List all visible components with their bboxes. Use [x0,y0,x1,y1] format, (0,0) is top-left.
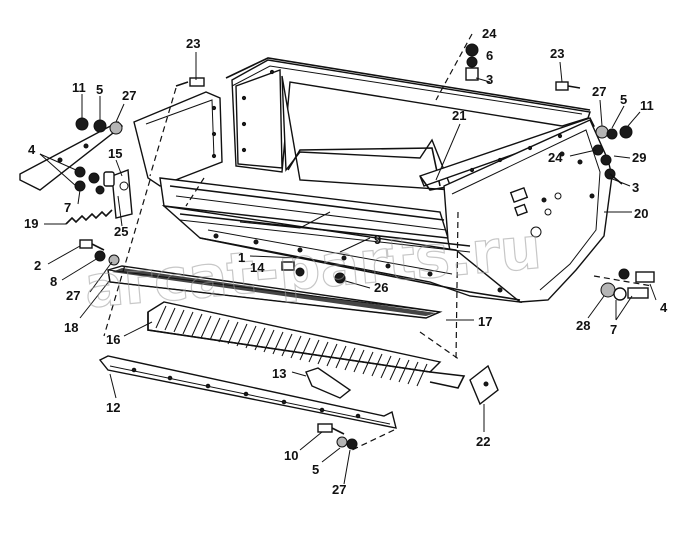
callout-24-right: 24 [548,150,563,165]
callout-labels: 23 24 6 3 23 11 5 27 21 27 5 11 4 15 24 … [24,26,668,497]
callout-2: 2 [34,258,41,273]
callout-12: 12 [106,400,120,415]
callout-22: 22 [476,434,490,449]
left-bracket-assembly [19,121,133,225]
leader-lines [39,52,657,485]
callout-27-mid-left: 27 [66,288,80,303]
grating-slat [155,305,167,329]
callout-11-left: 11 [72,80,86,95]
grating-slat [335,345,347,369]
callout-14: 14 [250,260,265,275]
grating-slat [209,317,221,341]
grating-slat [290,335,302,359]
grating-slat [200,315,212,339]
grating-slat [281,333,293,357]
callout-24-top: 24 [482,26,497,41]
callout-19: 19 [24,216,38,231]
small-plate [305,367,352,399]
callout-4-right: 4 [660,300,668,315]
frame-slots [213,233,503,293]
callout-20: 20 [634,206,648,221]
grating-slat [371,353,383,377]
lower-rail [98,355,397,429]
grating-slat [272,331,284,355]
callout-8: 8 [50,274,57,289]
callout-23-top-right: 23 [550,46,564,61]
callout-7-right: 7 [610,322,617,337]
callout-16: 16 [106,332,120,347]
grating-slat [317,341,329,365]
callout-27-left: 27 [122,88,136,103]
callout-26: 26 [374,280,388,295]
callout-27-bottom: 27 [332,482,346,497]
grating-slat [227,321,239,345]
grating-slat [380,355,392,379]
grating-slat [344,347,356,371]
lower-fasteners [317,423,358,450]
brush-strip [107,265,443,319]
rim-rivets [211,69,563,173]
callout-21: 21 [452,108,466,123]
callout-11-right: 11 [640,98,654,113]
assembly-lines [103,33,653,451]
callout-5-bottom: 5 [312,462,319,477]
callout-25: 25 [114,224,128,239]
fasteners-top-left [75,77,205,135]
grating-slat [182,311,194,335]
callout-17: 17 [478,314,492,329]
callout-1: 1 [238,250,245,265]
fasteners-right-side [600,268,655,301]
grating-slat [308,339,320,363]
callout-27-right: 27 [592,84,606,99]
grating-slat [218,319,230,343]
grating-slat [164,307,176,331]
grating-slat [389,357,401,381]
callout-10: 10 [284,448,298,463]
callout-5-left: 5 [96,82,103,97]
fasteners-top-right [465,43,633,185]
callout-23-top-left: 23 [186,36,200,51]
grating-slat [299,337,311,361]
end-bracket [469,364,499,406]
callout-5-right: 5 [620,92,627,107]
callout-3-right: 3 [632,180,639,195]
hopper-body [133,57,613,303]
grating-slat [407,361,419,385]
center-fasteners [281,261,346,284]
callout-9: 9 [374,232,381,247]
callout-15: 15 [108,146,122,161]
grating-slat [173,309,185,333]
grating-slat [398,359,410,383]
callout-28: 28 [576,318,590,333]
callout-3-top: 3 [486,72,493,87]
grating [147,301,466,389]
grating-slat [326,343,338,367]
callout-7-left: 7 [64,200,71,215]
callout-4-left: 4 [28,142,36,157]
grating-slat [416,363,428,387]
callout-6: 6 [486,48,493,63]
callout-13: 13 [272,366,286,381]
rail-holes [131,367,361,419]
callout-29: 29 [632,150,646,165]
grating-slat [236,323,248,347]
callout-18: 18 [64,320,78,335]
grating-slat [191,313,203,337]
